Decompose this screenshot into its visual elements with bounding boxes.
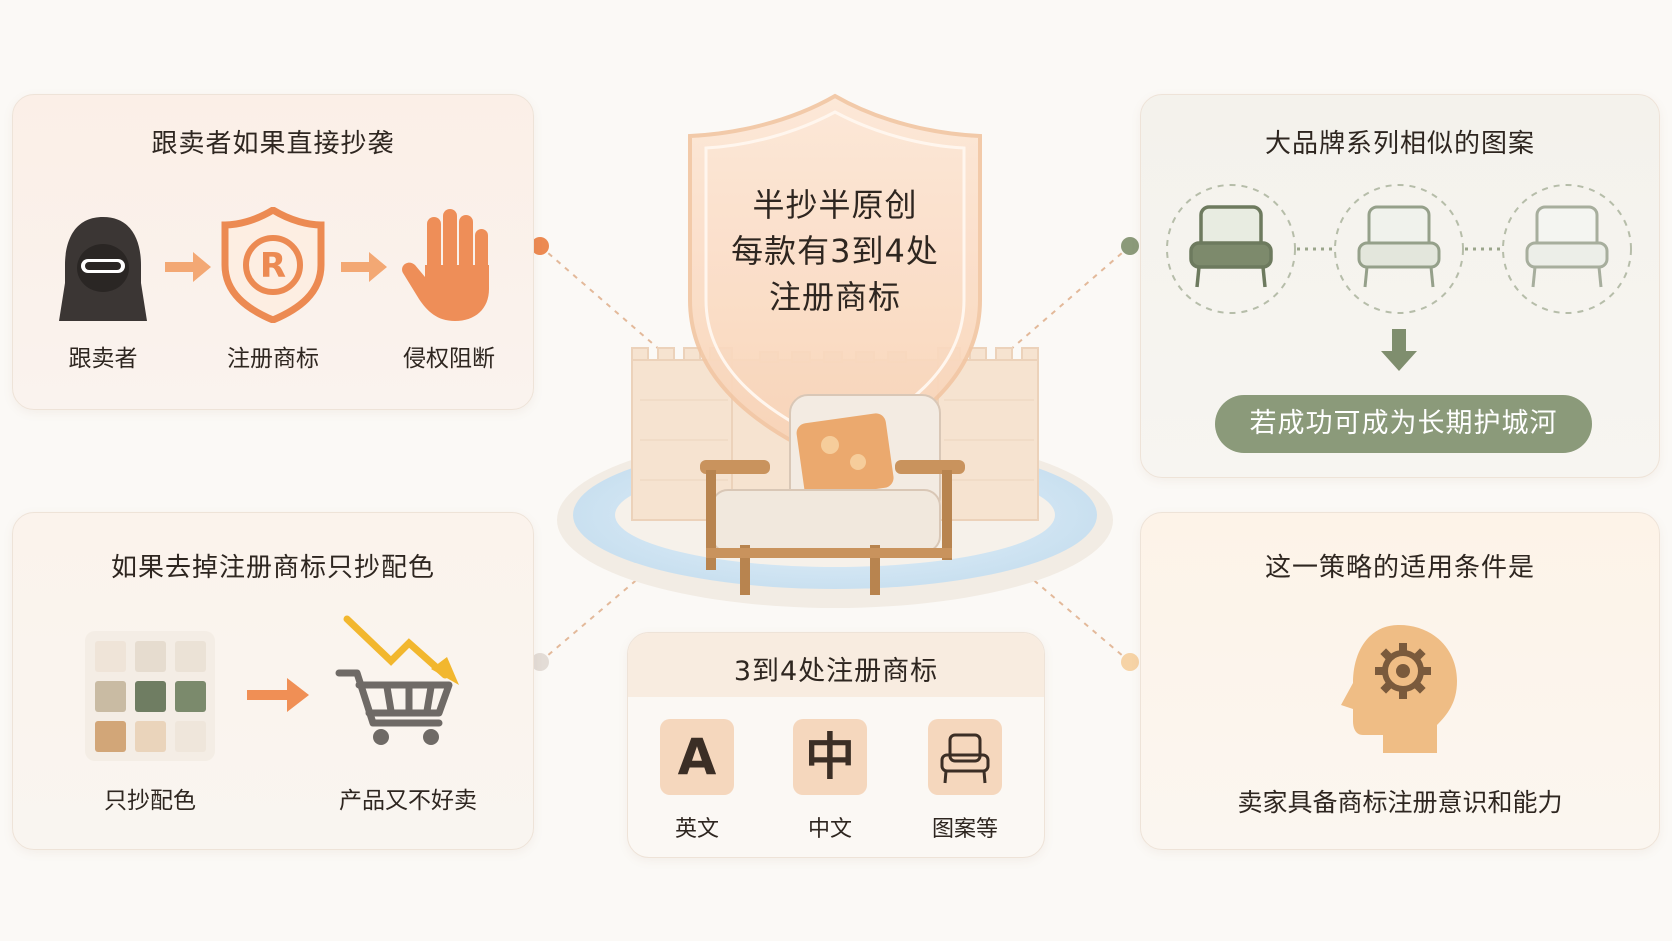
- panel-direct-copy: 跟卖者如果直接抄袭 R 跟卖者 注册商标 侵权阻断: [12, 94, 534, 410]
- tile-pattern: [928, 719, 1002, 795]
- svg-text:R: R: [260, 246, 286, 286]
- armchair-icon: [700, 394, 965, 595]
- stop-hand-icon: [402, 209, 489, 321]
- panel-conditions: 这一策略的适用条件是 卖家具备商标注册意识和能力: [1140, 512, 1660, 850]
- moat-result-pill: 若成功可成为长期护城河: [1215, 395, 1592, 453]
- hooded-figure-icon: [59, 217, 147, 321]
- shield-text-line-3: 注册商标: [768, 278, 901, 316]
- item-label-color-only: 只抄配色: [104, 788, 196, 814]
- condition-caption: 卖家具备商标注册意识和能力: [1237, 788, 1563, 817]
- panel-title: 如果去掉注册商标只抄配色: [110, 553, 435, 583]
- tile-english-glyph: A: [660, 719, 734, 795]
- connector-dot-bottom-left: [531, 653, 549, 671]
- panel-title: 3到4处注册商标: [733, 656, 939, 687]
- panel-title: 跟卖者如果直接抄袭: [151, 129, 395, 159]
- connector-lines: [539, 245, 1131, 663]
- chair-icon: [1525, 205, 1609, 288]
- color-swatch-grid-icon: [85, 631, 215, 761]
- chair-icon: [1189, 205, 1273, 288]
- step-label-block: 侵权阻断: [403, 346, 495, 372]
- connector-dot-top-right: [1121, 237, 1139, 255]
- shield-text-line-2: 每款有3到4处: [731, 232, 939, 270]
- chair-icon: [940, 733, 990, 784]
- shield-text-line-1: 半抄半原创: [752, 186, 918, 224]
- cart-trend-down-icon: [335, 615, 459, 745]
- arrow-right-icon: [165, 252, 211, 282]
- panel-title: 这一策略的适用条件是: [1264, 553, 1535, 583]
- arrow-right-icon: [341, 252, 387, 282]
- type-label-chinese: 中文: [807, 817, 852, 842]
- type-label-pattern: 图案等: [931, 817, 998, 842]
- similar-chairs-row: [1166, 184, 1632, 314]
- arrow-down-icon: [1381, 329, 1417, 371]
- arrow-right-icon: [247, 678, 309, 712]
- item-label-poor-sales: 产品又不好卖: [339, 788, 477, 814]
- panel-trademark-types: 3到4处注册商标 A 中 英文 中文 图案等: [627, 632, 1045, 858]
- panel-color-copy: 如果去掉注册商标只抄配色 只抄配色 产品又不好卖: [12, 512, 534, 850]
- tile-chinese-glyph: 中: [793, 719, 867, 795]
- head-gear-icon: [1341, 625, 1457, 753]
- connector-dot-top-left: [531, 237, 549, 255]
- step-label-trademark: 注册商标: [227, 346, 319, 372]
- connector-dot-bottom-right: [1121, 653, 1139, 671]
- panel-title: 大品牌系列相似的图案: [1264, 129, 1535, 159]
- step-label-follower: 跟卖者: [68, 346, 138, 372]
- registered-trademark-shield-icon: R: [221, 207, 325, 323]
- chair-icon: [1357, 205, 1441, 288]
- type-label-english: 英文: [674, 817, 719, 842]
